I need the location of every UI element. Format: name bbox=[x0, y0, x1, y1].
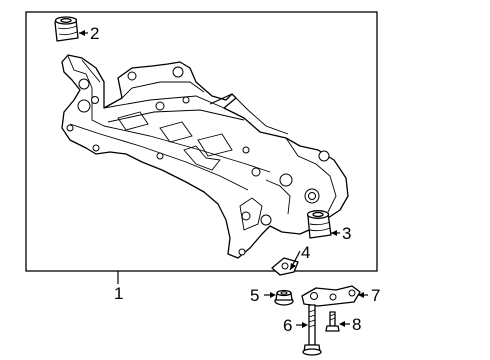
flange-nut-icon bbox=[274, 289, 294, 306]
bushing-upper-icon bbox=[54, 16, 79, 42]
callout-4: 4 bbox=[301, 243, 310, 262]
bolt-short-icon bbox=[325, 311, 340, 332]
callout-2: 2 bbox=[90, 24, 99, 43]
callout-7: 7 bbox=[371, 286, 380, 305]
bolt-long-icon bbox=[302, 304, 322, 356]
callout-1: 1 bbox=[114, 284, 123, 303]
callout-8: 8 bbox=[352, 315, 361, 334]
callout-5: 5 bbox=[250, 286, 259, 305]
callout-3: 3 bbox=[342, 224, 351, 243]
callout-6: 6 bbox=[283, 316, 292, 335]
washer-icon bbox=[271, 257, 299, 276]
bushing-lower-icon bbox=[306, 210, 332, 239]
assembly-frame bbox=[25, 11, 378, 272]
bracket-icon bbox=[301, 285, 361, 307]
subframe-icon bbox=[61, 54, 349, 259]
